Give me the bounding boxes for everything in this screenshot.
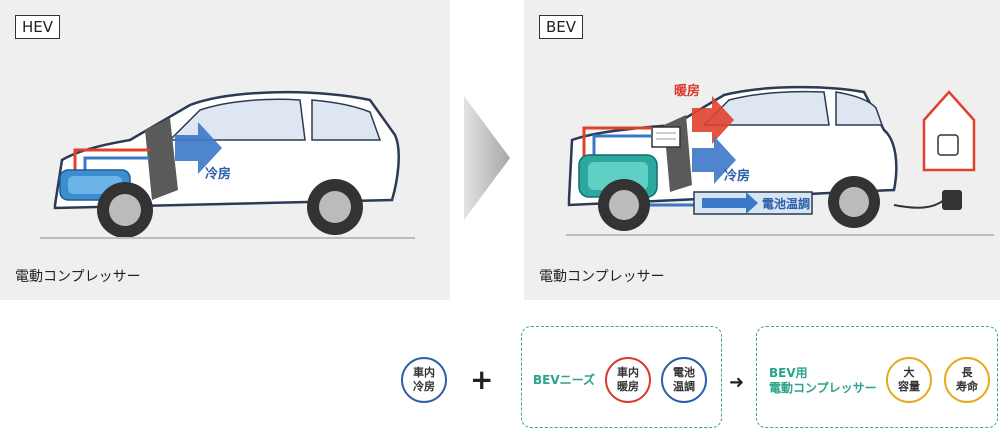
circle-cabin-heating: 車内 暖房: [605, 357, 651, 403]
hev-cooling-label: 冷房: [205, 166, 231, 182]
circle-long-life: 長 寿命: [944, 357, 990, 403]
bev-caption: 電動コンプレッサー: [539, 266, 665, 286]
charging-cable: [894, 200, 944, 208]
plus-sign: +: [470, 363, 493, 396]
bev-heating-label: 暖房: [674, 83, 700, 99]
bev-cooling-label: 冷房: [724, 168, 750, 184]
hev-tag: HEV: [15, 15, 60, 39]
bev-panel: BEV 暖房 冷房 電池温調: [524, 0, 1000, 300]
bev-display-box: [652, 127, 680, 147]
outlet-icon: [938, 135, 958, 155]
bev-battery-label: 電池温調: [762, 196, 810, 211]
plug-icon: [942, 190, 962, 210]
hev-caption: 電動コンプレッサー: [15, 266, 141, 286]
circle-battery-thermal: 電池 温調: [661, 357, 707, 403]
hev-panel: HEV 冷房 電動コンプレッサー: [0, 0, 450, 300]
bev-car-illustration: 暖房 冷房 電池温調: [524, 40, 1000, 290]
arrow-right-icon: ➜: [729, 372, 744, 393]
hev-car-illustration: 冷房: [0, 40, 450, 290]
bev-compressor-label: BEV用 電動コンプレッサー: [769, 366, 877, 396]
house-icon: [924, 92, 974, 170]
bev-tag: BEV: [539, 15, 583, 39]
circle-large-capacity: 大 容量: [886, 357, 932, 403]
circle-cabin-cooling: 車内 冷房: [401, 357, 447, 403]
bev-needs-label: BEVニーズ: [533, 373, 595, 388]
transition-chevron-icon: [462, 96, 512, 220]
